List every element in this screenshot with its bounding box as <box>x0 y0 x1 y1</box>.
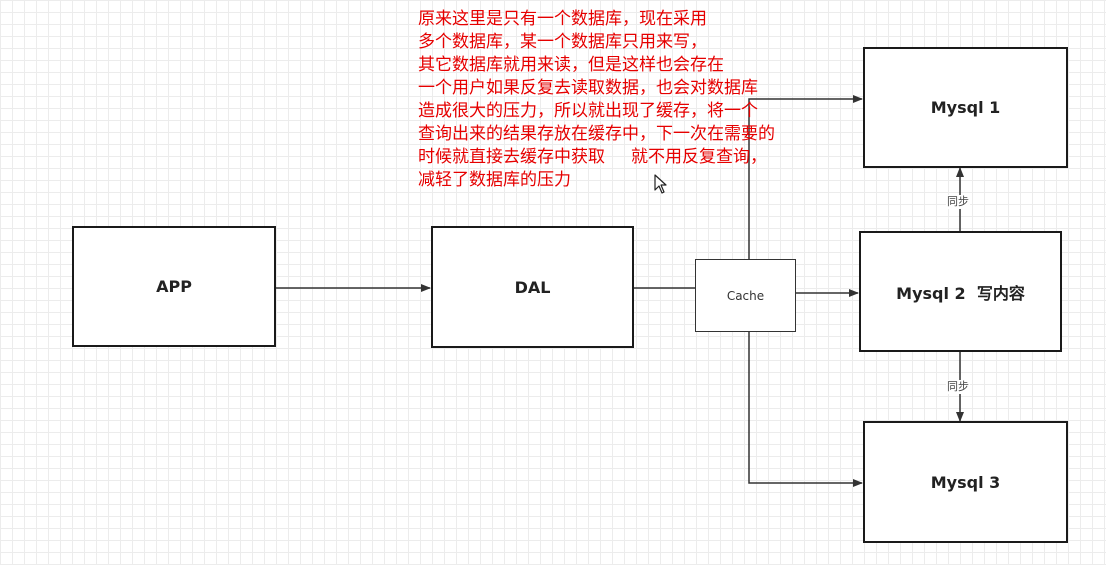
annotation-line: 其它数据库就用来读，但是这样也会存在 <box>418 55 724 75</box>
annotation-line: 时候就直接去缓存中获取 就不用反复查询， <box>418 146 878 169</box>
dal-node[interactable]: DAL <box>431 226 634 348</box>
mysql2-node[interactable]: Mysql 2 写内容 <box>859 231 1062 352</box>
cache-node-label: Cache <box>726 288 765 303</box>
dal-node-label: DAL <box>514 277 551 297</box>
app-node[interactable]: APP <box>72 226 276 347</box>
mysql1-node[interactable]: Mysql 1 <box>863 47 1068 168</box>
mysql2-node-label: Mysql 2 写内容 <box>896 283 1025 303</box>
sync-label-lower: 同步 <box>946 380 970 394</box>
annotation-line-part: 就不用反复查询， <box>631 147 767 167</box>
arrow-to-mysql3 <box>748 332 863 487</box>
annotation-line: 原来这里是只有一个数据库，现在采用 <box>418 9 707 29</box>
annotation-line: 多个数据库，某一个数据库只用来写， <box>418 32 707 52</box>
sync-label-upper: 同步 <box>946 195 970 209</box>
annotation-text: 原来这里是只有一个数据库，现在采用 多个数据库，某一个数据库只用来写， 其它数据… <box>418 8 878 192</box>
annotation-line: 查询出来的结果存放在缓存中，下一次在需要的 <box>418 124 775 144</box>
mysql3-node-label: Mysql 3 <box>930 472 1001 492</box>
annotation-line: 减轻了数据库的压力 <box>418 170 571 190</box>
annotation-line: 造成很大的压力，所以就出现了缓存，将一个 <box>418 101 758 121</box>
annotation-line: 一个用户如果反复去读取数据，也会对数据库 <box>418 78 758 98</box>
mouse-cursor-icon <box>654 174 667 194</box>
mysql3-node[interactable]: Mysql 3 <box>863 421 1068 543</box>
app-node-label: APP <box>156 277 192 296</box>
annotation-line-part: 时候就直接去缓存中获取 <box>418 147 605 167</box>
cache-node[interactable]: Cache <box>695 259 796 332</box>
arrow-to-mysql1 <box>748 95 863 259</box>
mysql1-node-label: Mysql 1 <box>930 98 1001 117</box>
